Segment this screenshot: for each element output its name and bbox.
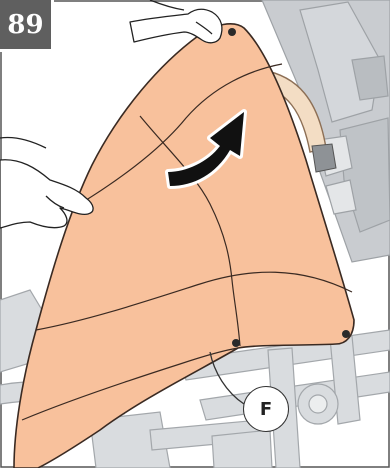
step-number-badge: 89	[0, 0, 54, 52]
top-hand	[130, 0, 222, 43]
callout-f: F	[243, 386, 289, 432]
